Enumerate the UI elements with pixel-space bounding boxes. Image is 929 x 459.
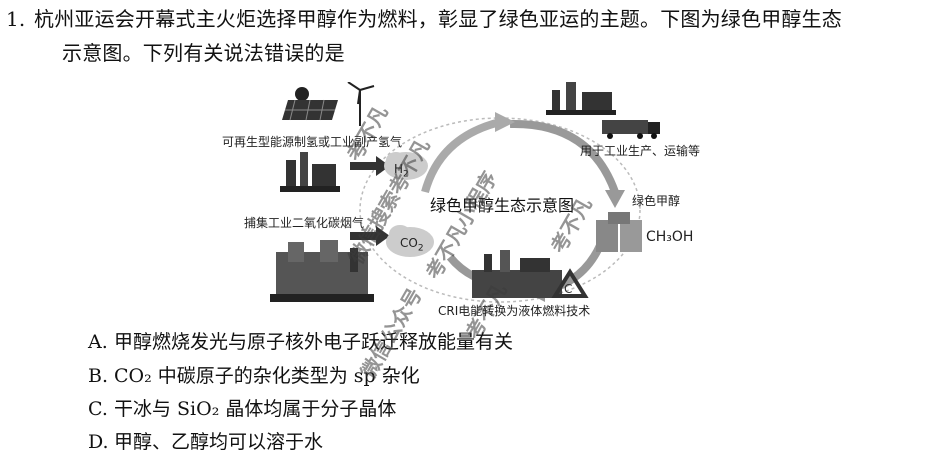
option-c: C. 干冰与 SiO₂ 晶体均属于分子晶体	[88, 397, 396, 421]
svg-text:C: C	[564, 282, 572, 296]
option-a-key: A.	[88, 331, 108, 353]
option-a: A. 甲醇燃烧发光与原子核外电子跃迁释放能量有关	[88, 330, 513, 354]
cloud-icon-h2	[384, 152, 428, 180]
cycle-arrow-top	[509, 119, 619, 194]
cloud-icon-co2	[386, 225, 434, 257]
methanol-ecology-diagram: C 可再生型能源制氢或工业副产氢气 H2 捕集工业二氧化碳烟气 CO2 绿色甲醇…	[210, 82, 710, 322]
option-b: B.CO₂ 中碳原子的杂化类型为 sp 杂化	[88, 364, 420, 388]
label-h2-main: H	[394, 162, 404, 176]
option-c-key: C.	[88, 398, 108, 420]
solar-panel-icon	[282, 87, 338, 121]
label-h2-sub: 2	[403, 169, 409, 180]
label-co2: CO2	[400, 236, 424, 255]
arrow-right-icon	[350, 226, 390, 246]
truck-icon	[602, 120, 660, 139]
label-co2-main: CO	[400, 236, 418, 250]
diagram-title: 绿色甲醇生态示意图	[430, 196, 575, 215]
cycle-arrowhead-top	[605, 190, 625, 208]
wind-turbine-icon	[347, 82, 375, 126]
arrow-right-icon	[350, 156, 390, 176]
refinery-icon	[546, 82, 616, 115]
cycle-arrowhead-left	[495, 112, 515, 132]
label-h2: H2	[394, 162, 409, 181]
question-line-2: 示意图。下列有关说法错误的是	[62, 40, 345, 66]
factory-icon-hydrogen	[280, 152, 340, 192]
option-b-key: B.	[88, 365, 109, 387]
option-d-text: 甲醇、乙醇均可以溶于水	[114, 431, 324, 453]
label-co2-sub: 2	[417, 243, 424, 254]
barrels-icon	[596, 212, 642, 252]
question-line-1: 1. 杭州亚运会开幕式主火炬选择甲醇作为燃料，彰显了绿色亚运的主题。下图为绿色甲醇…	[6, 6, 842, 32]
question-stem-2: 示意图。下列有关说法错误的是	[62, 41, 345, 65]
cri-plant-icon	[472, 250, 562, 298]
recycle-icon: C	[551, 268, 589, 298]
diagram-graphics: C	[270, 82, 660, 303]
option-d-key: D.	[88, 431, 109, 453]
question-stem-1: 杭州亚运会开幕式主火炬选择甲醇作为燃料，彰显了绿色亚运的主题。下图为绿色甲醇生态	[34, 7, 842, 31]
label-cri-technology: CRI电能转换为液体燃料技术	[438, 304, 591, 318]
option-b-text: CO₂ 中碳原子的杂化类型为 sp 杂化	[114, 365, 420, 387]
label-ch3oh: CH₃OH	[646, 229, 694, 245]
power-plant-icon	[270, 240, 374, 302]
option-d: D.甲醇、乙醇均可以溶于水	[88, 430, 323, 454]
label-industrial-use: 用于工业生产、运输等	[580, 144, 701, 158]
question-number: 1.	[6, 7, 26, 31]
label-co2-capture: 捕集工业二氧化碳烟气	[244, 216, 365, 230]
option-c-text: 干冰与 SiO₂ 晶体均属于分子晶体	[114, 398, 397, 420]
label-renewable-hydrogen: 可再生型能源制氢或工业副产氢气	[222, 135, 403, 149]
label-green-methanol: 绿色甲醇	[632, 194, 681, 208]
cycle-arrow-left	[421, 118, 501, 194]
option-a-text: 甲醇燃烧发光与原子核外电子跃迁释放能量有关	[114, 331, 514, 353]
